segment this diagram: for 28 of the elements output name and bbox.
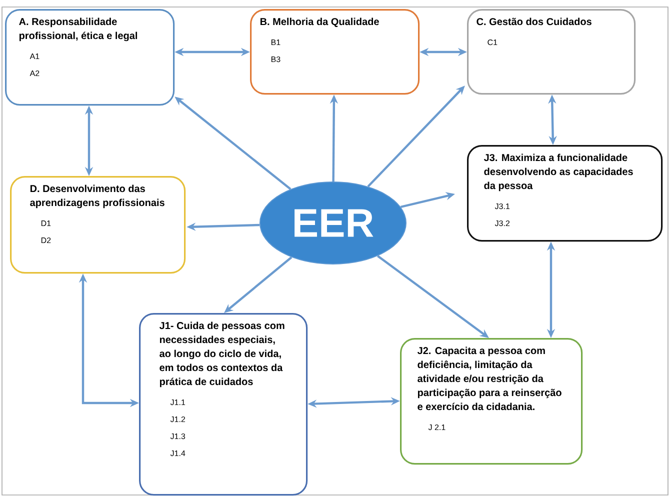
process-box — [467, 145, 663, 242]
item-code: J3.1 — [494, 203, 510, 210]
item-code: J1.1 — [170, 400, 186, 406]
item-code: J1.3 — [170, 433, 186, 440]
process-box — [467, 9, 636, 95]
process-box — [400, 338, 583, 465]
item-code: J 2.1 — [428, 424, 446, 430]
item-code: B1 — [271, 40, 280, 46]
item-code: C1 — [488, 39, 498, 46]
item-code: A1 — [30, 54, 40, 60]
item-code: J3.2 — [494, 220, 510, 226]
process-box — [10, 176, 186, 274]
box-heading: B. Melhoria da Qualidade — [260, 18, 379, 28]
item-code: J1.4 — [170, 450, 186, 456]
box-heading: J3. Maximiza a funcionalidade desenvolvendo as capacidades da pessoa — [484, 154, 633, 192]
box-heading: A. Responsabilidade profissional, ética e legal — [19, 18, 138, 42]
process-box — [139, 313, 308, 496]
item-code: J1.2 — [170, 416, 186, 422]
item-code: D2 — [41, 237, 51, 244]
item-code: D1 — [41, 220, 51, 226]
box-heading: D. Desenvolvimento das aprendizagens profissionais — [30, 184, 164, 208]
box-heading: J2. Capacita a pessoa com deficiência, limitação da atividade e/ou restrição da participação para a reinserção e exercício da cidadania. — [417, 346, 562, 410]
box-heading: C. Gestão dos Cuidados — [476, 18, 592, 26]
process-box — [250, 9, 420, 95]
box-heading: J1- Cuida de pessoas com necessidades especiais, ao longo do ciclo de vida, em todos os contextos da prática de cuidados — [159, 322, 284, 388]
item-code: A2 — [30, 70, 40, 76]
process-box — [5, 9, 175, 106]
item-code: B3 — [271, 56, 280, 62]
